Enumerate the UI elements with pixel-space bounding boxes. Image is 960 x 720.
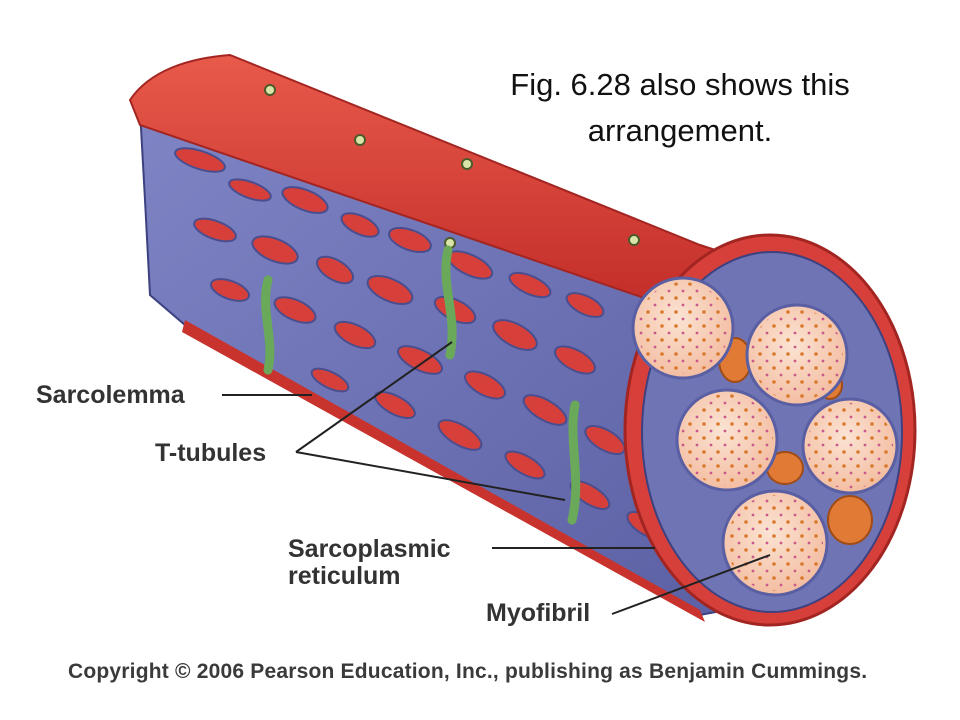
copyright-notice: Copyright © 2006 Pearson Education, Inc.…: [68, 660, 868, 683]
myofilament-dots: [637, 282, 893, 591]
sarcolemma-bottom-edge: [182, 320, 705, 622]
sarcolemma-pores: [264, 84, 640, 249]
leader-lines: [222, 341, 771, 615]
label-t-tubules: T-tubules: [155, 439, 267, 467]
reticulum-mesh-holes: [174, 147, 660, 540]
figure-caption: Fig. 6.28 also shows this arrangement.: [470, 62, 890, 154]
caption-line-1: Fig. 6.28 also shows this: [510, 67, 850, 102]
label-myofibril: Myofibril: [486, 599, 591, 627]
label-sarcoplasmic-line-1: Sarcoplasmic: [288, 535, 451, 563]
label-sarcoplasmic-reticulum: Sarcoplasmic reticulum: [288, 536, 451, 590]
label-sarcoplasmic-line-2: reticulum: [288, 562, 401, 590]
caption-line-2: arrangement.: [587, 113, 773, 148]
label-sarcolemma: Sarcolemma: [36, 381, 185, 409]
